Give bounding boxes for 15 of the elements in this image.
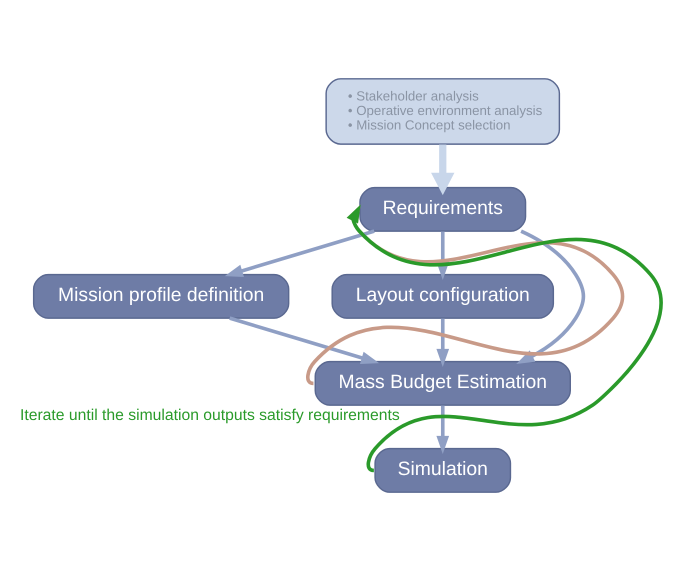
node-box: Mass Budget Estimation [314, 360, 571, 406]
node-box: Layout configuration [331, 274, 554, 319]
arrow [436, 318, 450, 367]
arrow [436, 406, 450, 454]
arrow [306, 204, 624, 385]
node-box: Simulation [374, 448, 512, 493]
node-box: Mission profile definition [32, 274, 290, 319]
edge-label: Iterate until the simulation outputs satisfy requirements [20, 406, 400, 424]
arrow [346, 204, 662, 472]
arrow [229, 316, 380, 364]
arrow [516, 230, 586, 364]
arrow [431, 144, 454, 196]
arrow [224, 229, 375, 277]
node-box: • Stakeholder analysis • Operative environment analysis • Mission Concept selection [325, 78, 560, 145]
node-box: Requirements [359, 186, 526, 232]
